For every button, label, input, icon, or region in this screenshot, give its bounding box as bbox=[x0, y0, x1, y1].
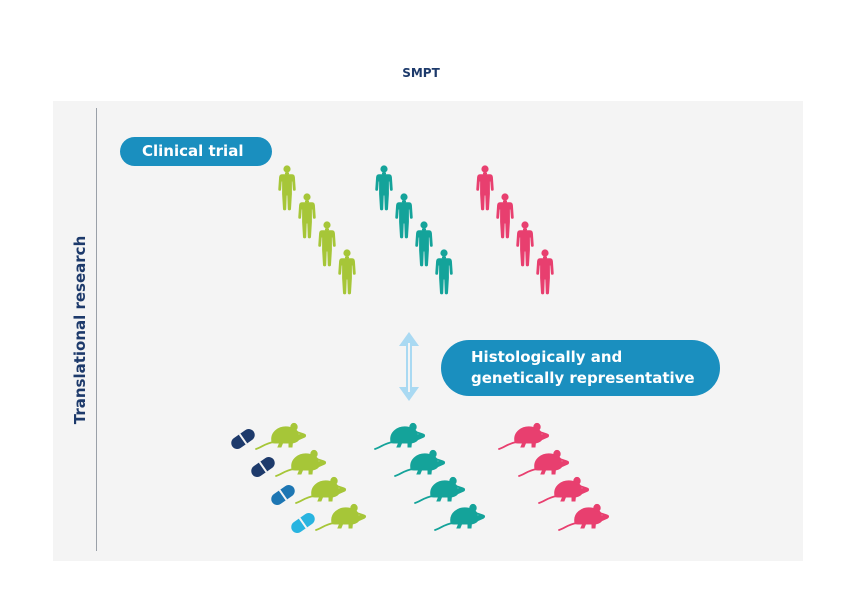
human-figure-icon bbox=[298, 193, 316, 239]
human-figure-icon bbox=[375, 165, 393, 211]
mouse-icon bbox=[498, 422, 550, 450]
mouse-icon bbox=[414, 476, 466, 504]
mouse-icon bbox=[538, 476, 590, 504]
capsule-icon bbox=[248, 454, 278, 480]
human-figure-icon bbox=[435, 249, 453, 295]
human-figure-icon bbox=[338, 249, 356, 295]
mouse-icon bbox=[434, 503, 486, 531]
human-figure-icon bbox=[476, 165, 494, 211]
mouse-icon bbox=[374, 422, 426, 450]
clinical-trial-label: Clinical trial bbox=[120, 137, 272, 166]
mouse-icon bbox=[295, 476, 347, 504]
mouse-icon bbox=[518, 449, 570, 477]
human-cohorts bbox=[278, 165, 554, 295]
representative-label-line1: Histologically and bbox=[471, 348, 623, 366]
double-arrow-icon bbox=[399, 332, 419, 401]
human-figure-icon bbox=[415, 221, 433, 267]
representative-label-line2: genetically representative bbox=[471, 369, 695, 387]
human-figure-icon bbox=[278, 165, 296, 211]
mouse-icon bbox=[315, 503, 367, 531]
mouse-icon bbox=[255, 422, 307, 450]
human-figure-icon bbox=[395, 193, 413, 239]
diagram-panel bbox=[53, 101, 803, 561]
page-title: SMPT bbox=[402, 66, 440, 80]
human-figure-icon bbox=[496, 193, 514, 239]
human-figure-icon bbox=[318, 221, 336, 267]
human-figure-icon bbox=[536, 249, 554, 295]
capsule-icon bbox=[288, 510, 318, 536]
axis-line bbox=[96, 108, 97, 551]
mouse-icon bbox=[394, 449, 446, 477]
capsule-icon bbox=[228, 426, 258, 452]
capsule-icon bbox=[268, 482, 298, 508]
mouse-icon bbox=[558, 503, 610, 531]
human-figure-icon bbox=[516, 221, 534, 267]
mouse-icon bbox=[275, 449, 327, 477]
representative-label: Histologically and genetically represent… bbox=[441, 340, 720, 396]
